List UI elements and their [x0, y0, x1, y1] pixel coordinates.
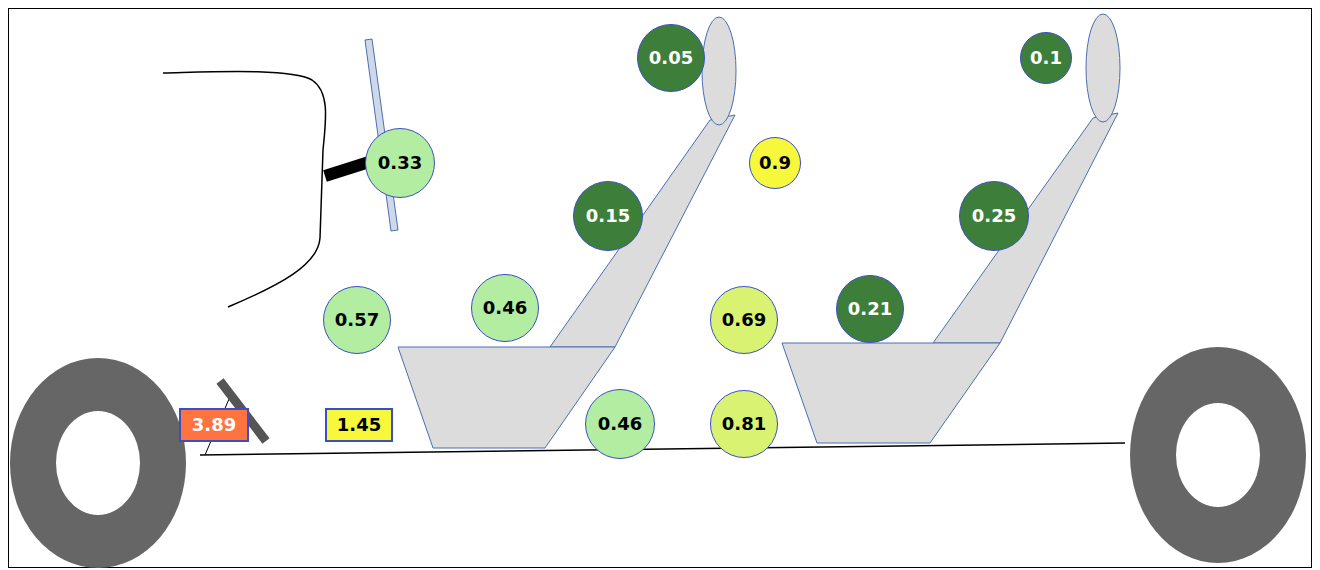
value-circle: 0.25 [959, 181, 1029, 251]
frame [9, 9, 1312, 568]
value-label: 0.25 [972, 207, 1016, 225]
value-circle: 0.57 [323, 286, 391, 354]
seat-base [398, 347, 615, 448]
value-box: 3.89 [179, 408, 249, 442]
value-label: 0.57 [335, 311, 379, 329]
seat-base [782, 343, 1000, 443]
value-circle: 0.81 [710, 390, 778, 458]
value-circle: 0.46 [585, 389, 655, 459]
value-circle: 0.33 [365, 128, 435, 198]
wheel-hub [1176, 403, 1260, 507]
value-circle: 0.46 [471, 274, 539, 342]
value-label: 0.46 [483, 299, 527, 317]
value-label: 0.69 [722, 311, 766, 329]
value-label: 0.81 [722, 415, 766, 433]
headrest [1086, 14, 1120, 122]
value-label: 1.45 [337, 416, 381, 434]
value-label: 3.89 [192, 416, 236, 434]
value-circle: 0.9 [749, 137, 801, 189]
wheel-hub [56, 411, 140, 515]
value-box: 1.45 [325, 408, 393, 442]
headrest [702, 17, 736, 125]
floor [200, 443, 1125, 455]
wheel [1130, 347, 1306, 563]
value-label: 0.05 [649, 49, 693, 67]
wheel [10, 358, 186, 568]
value-circle: 0.15 [573, 181, 643, 251]
value-label: 0.15 [586, 207, 630, 225]
value-label: 0.9 [759, 154, 791, 172]
value-circle: 0.05 [637, 24, 705, 92]
seat-back [550, 115, 735, 347]
value-label: 0.1 [1030, 49, 1062, 67]
dashboard [163, 72, 326, 307]
value-circle: 0.69 [710, 286, 778, 354]
value-label: 0.21 [848, 300, 892, 318]
value-label: 0.46 [598, 415, 642, 433]
seat-back [933, 113, 1118, 343]
value-circle: 0.1 [1020, 32, 1072, 84]
value-label: 0.33 [378, 154, 422, 172]
value-circle: 0.21 [836, 275, 904, 343]
